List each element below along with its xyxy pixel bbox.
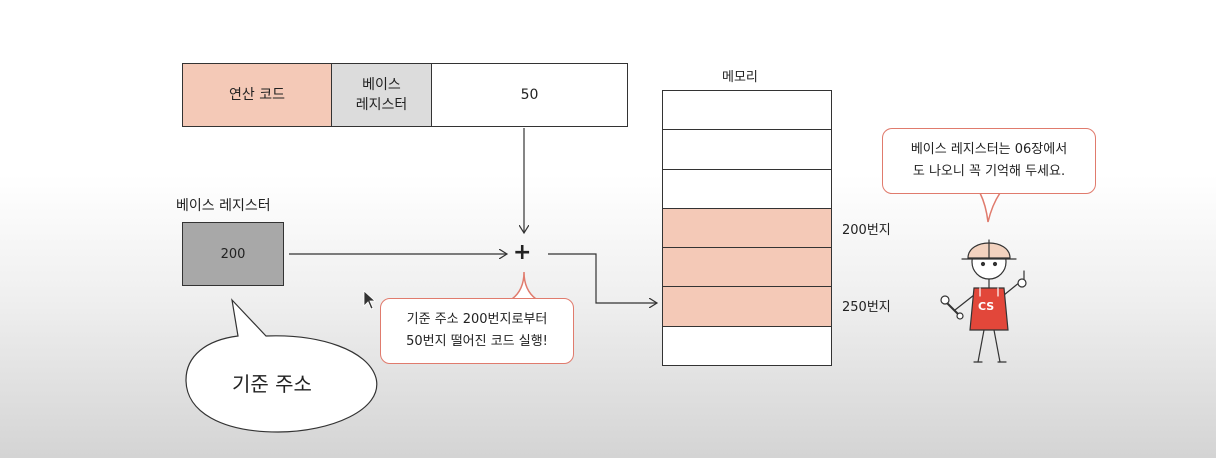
cs-badge: CS <box>978 300 994 313</box>
note-line-1: 기준 주소 200번지로부터 <box>407 309 548 331</box>
arrow-plus-to-memory <box>548 254 657 303</box>
explanation-note: 기준 주소 200번지로부터 50번지 떨어진 코드 실행! <box>380 298 574 364</box>
character-speech: 베이스 레지스터는 06장에서 도 나오니 꼭 기억해 두세요. <box>882 128 1096 194</box>
speech-bubble <box>186 300 377 432</box>
speech-pointer <box>980 193 1000 222</box>
mouse-cursor-icon <box>364 291 375 309</box>
bubble-text: 기준 주소 <box>232 368 312 397</box>
speech-line-2: 도 나오니 꼭 기억해 두세요. <box>913 161 1065 183</box>
speech-line-1: 베이스 레지스터는 06장에서 <box>911 139 1067 161</box>
note-pointer <box>512 272 536 299</box>
note-line-2: 50번지 떨어진 코드 실행! <box>406 331 548 353</box>
